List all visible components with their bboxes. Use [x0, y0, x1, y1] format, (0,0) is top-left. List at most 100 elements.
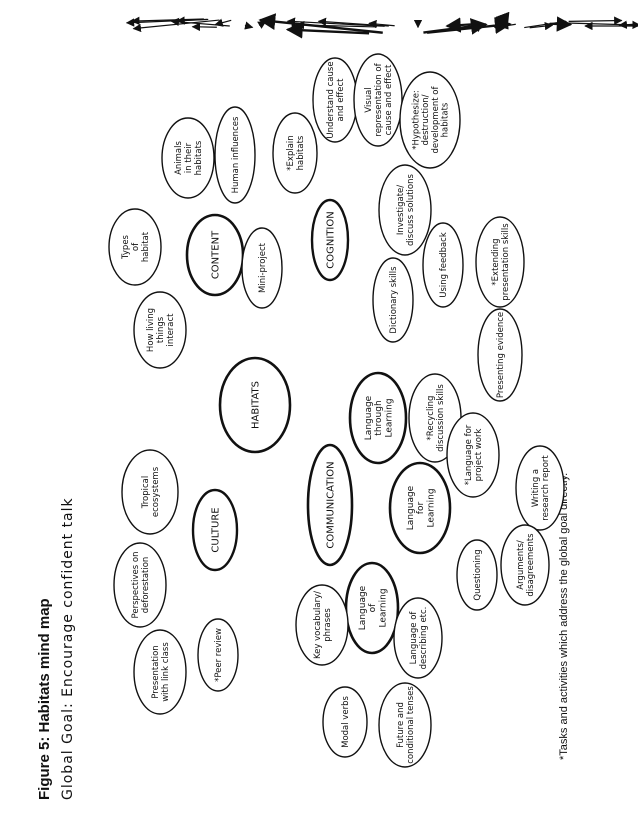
node-outline: [113, 542, 167, 628]
node-label: Key vocabulary/phrases: [313, 591, 333, 659]
node-outline: [218, 356, 292, 454]
node-deforestation: Perspectives ondeforestation: [113, 542, 167, 628]
node-research: Writing aresearch report: [515, 445, 565, 531]
node-label: LanguageofLearning: [358, 585, 389, 630]
node-label: Investigate/discuss solutions: [396, 173, 416, 245]
node-outline: [378, 164, 432, 256]
node-outline: [133, 291, 187, 369]
node-peer-review: *Peer review: [197, 618, 239, 692]
node-how-living: How livingthingsinteract: [133, 291, 187, 369]
node-label: Future andconditional tenses: [396, 686, 416, 764]
node-outline: [378, 682, 432, 768]
node-outline: [477, 308, 523, 402]
node-label: LanguagethroughLearning: [364, 395, 395, 440]
node-extending: *Extendingpresentation skills: [475, 216, 525, 308]
node-label: Visualrepresentation ofcause and effect: [364, 62, 394, 136]
connector-cognition-to-investigate: [214, 18, 232, 27]
connector-cognition-to-cause_effect: [131, 16, 204, 26]
node-lang-for: LanguageforLearning: [388, 461, 452, 555]
node-label: Mini-project: [258, 242, 268, 293]
node-cause-effect: Understand causeand effect: [312, 57, 358, 143]
node-label: Language ofdescribing etc.: [409, 607, 429, 670]
node-label: *Extendingpresentation skills: [491, 223, 511, 301]
node-label: Typesofhabitat: [121, 231, 151, 262]
connector-cognition-to-hypothesize: [132, 19, 220, 33]
node-label: Questioning: [473, 549, 483, 600]
node-label: Dictionary skills: [389, 266, 399, 334]
node-outline: [133, 629, 187, 715]
connector-culture-to-peer_review: [568, 16, 623, 25]
node-evidence: Presenting evidence: [477, 308, 523, 402]
node-content: CONTENT: [185, 213, 245, 297]
connector-center-to-content: [285, 21, 370, 39]
node-outline: [446, 412, 500, 498]
node-label: *Language forproject work: [464, 424, 484, 485]
node-mini-project: Mini-project: [241, 227, 283, 309]
node-outline: [399, 71, 461, 169]
node-future: Future andconditional tenses: [378, 682, 432, 768]
connector-layer: [125, 11, 638, 39]
node-label: Tropicalecosystems: [141, 466, 161, 517]
connector-center-to-cognition: [258, 13, 383, 34]
node-outline: [108, 208, 162, 286]
node-visual: Visualrepresentation ofcause and effect: [353, 53, 403, 147]
connector-lang_for-to-arguments: [529, 21, 554, 31]
connector-lang_for-to-project_work: [471, 23, 481, 33]
node-dictionary: Dictionary skills: [372, 257, 414, 343]
node-label: Understand causeand effect: [326, 61, 346, 138]
node-outline: [372, 257, 414, 343]
node-label: Presenting evidence: [496, 312, 506, 398]
node-arguments: Arguments/disagreements: [500, 524, 550, 606]
node-outline: [322, 686, 368, 758]
node-project-work: *Language forproject work: [446, 412, 500, 498]
node-animals: Animalsin theirhabitats: [161, 117, 215, 199]
node-label: Human influences: [231, 116, 241, 193]
node-outline: [388, 461, 452, 555]
node-modal: Modal verbs: [322, 686, 368, 758]
node-outline: [348, 371, 408, 465]
node-hypothesize: *Hypothesize:destruction/development ofh…: [399, 71, 461, 169]
node-cognition: COGNITION: [310, 198, 350, 282]
node-outline: [422, 222, 464, 308]
node-outline: [272, 112, 318, 194]
node-label: *Peer review: [214, 628, 224, 682]
connector-content-to-types_of_habitat: [244, 21, 254, 30]
node-label: CULTURE: [211, 507, 222, 552]
node-outline: [306, 443, 354, 567]
node-label: *Explainhabitats: [286, 135, 306, 171]
node-outline: [197, 618, 239, 692]
node-questioning: Questioning: [456, 539, 498, 611]
node-label: CONTENT: [211, 230, 222, 279]
node-label: LanguageforLearning: [406, 485, 437, 530]
node-label: HABITATS: [251, 381, 262, 429]
connector-lang_through-to-dictionary: [317, 17, 389, 27]
connector-content-to-mini_project: [257, 20, 267, 29]
connector-lang_through-to-evidence: [368, 19, 395, 29]
node-feedback: Using feedback: [422, 222, 464, 308]
connector-lang_for-to-research: [491, 23, 502, 32]
node-outline: [456, 539, 498, 611]
node-label: COGNITION: [326, 211, 337, 268]
node-outline: [161, 117, 215, 199]
node-lang-of: LanguageofLearning: [344, 561, 400, 655]
node-outline: [475, 216, 525, 308]
node-layer: HABITATS CONTENT COGNITION CULTURE COMMUNICA…: [108, 53, 565, 768]
node-outline: [241, 227, 283, 309]
connector-communication-to-lang_for: [494, 11, 510, 29]
node-outline: [191, 488, 239, 572]
node-label: Arguments/disagreements: [516, 533, 536, 597]
node-outline: [214, 106, 256, 204]
node-label: *Hypothesize:destruction/development ofh…: [411, 86, 450, 154]
node-label: Writing aresearch report: [531, 455, 551, 521]
node-label: Presentationwith link class: [151, 642, 171, 702]
node-key-vocab: Key vocabulary/phrases: [295, 584, 349, 666]
node-outline: [121, 449, 179, 535]
node-outline: [393, 597, 443, 679]
node-outline: [295, 584, 349, 666]
node-label: COMMUNICATION: [326, 461, 337, 548]
node-culture: CULTURE: [191, 488, 239, 572]
node-outline: [500, 524, 550, 606]
node-label: *Recyclingdiscussion skills: [426, 384, 446, 452]
connector-cognition-to-visual: [125, 18, 208, 27]
